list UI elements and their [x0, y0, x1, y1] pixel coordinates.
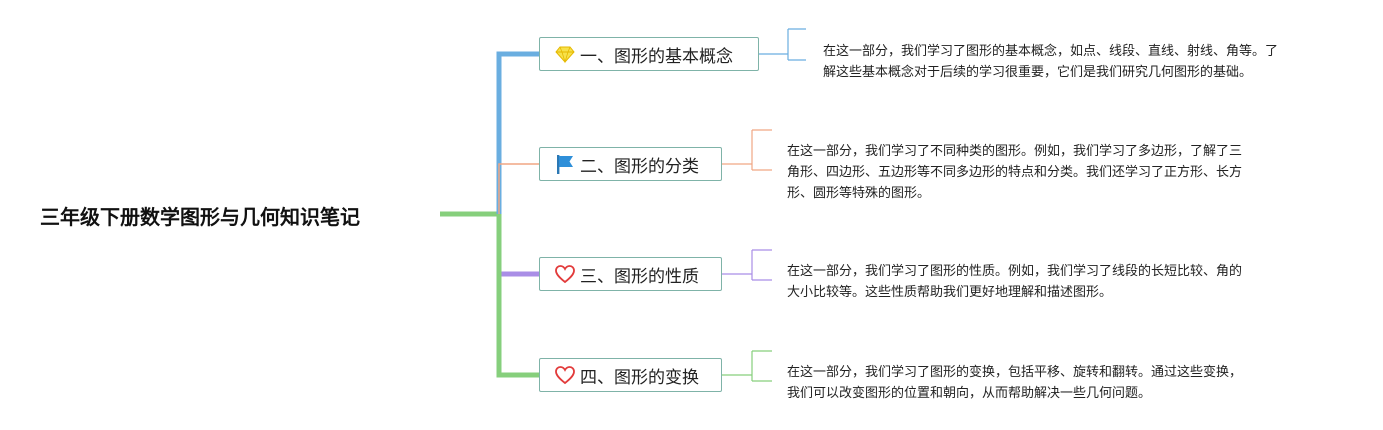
bracket-2	[722, 129, 772, 171]
bracket-4	[722, 350, 772, 382]
topic-node-4[interactable]: 四、图形的变换	[539, 358, 722, 392]
topic-label: 四、图形的变换	[580, 367, 699, 388]
topic-label: 一、图形的基本概念	[580, 46, 733, 67]
trunk-branch-3	[496, 214, 539, 277]
topic-label: 三、图形的性质	[580, 266, 699, 287]
bracket-1	[758, 28, 806, 61]
root-topic[interactable]: 三年级下册数学图形与几何知识笔记	[40, 205, 360, 229]
trunk-branch-1	[496, 51, 539, 214]
topic-node-1[interactable]: 一、图形的基本概念	[539, 37, 759, 71]
flag-icon	[557, 155, 573, 174]
heart-icon	[555, 265, 575, 284]
trunk-branch-2	[498, 163, 539, 214]
topic-note-3: 在这一部分，我们学习了图形的性质。例如，我们学习了线段的长短比较、角的 大小比较…	[787, 264, 1243, 300]
diamond-icon	[555, 46, 575, 64]
topic-label: 二、图形的分类	[580, 156, 699, 177]
bracket-3	[722, 249, 772, 281]
topic-node-2[interactable]: 二、图形的分类	[539, 147, 722, 181]
trunk-branch-4	[496, 214, 539, 378]
topic-node-3[interactable]: 三、图形的性质	[539, 257, 722, 291]
topic-note-2: 在这一部分，我们学习了不同种类的图形。例如，我们学习了多边形，了解了三 角形、四…	[787, 144, 1243, 201]
heart-icon	[555, 366, 575, 385]
topic-note-1: 在这一部分，我们学习了图形的基本概念，如点、线段、直线、射线、角等。了 解这些基…	[823, 44, 1279, 80]
topic-note-4: 在这一部分，我们学习了图形的变换，包括平移、旋转和翻转。通过这些变换， 我们可以…	[787, 365, 1243, 401]
